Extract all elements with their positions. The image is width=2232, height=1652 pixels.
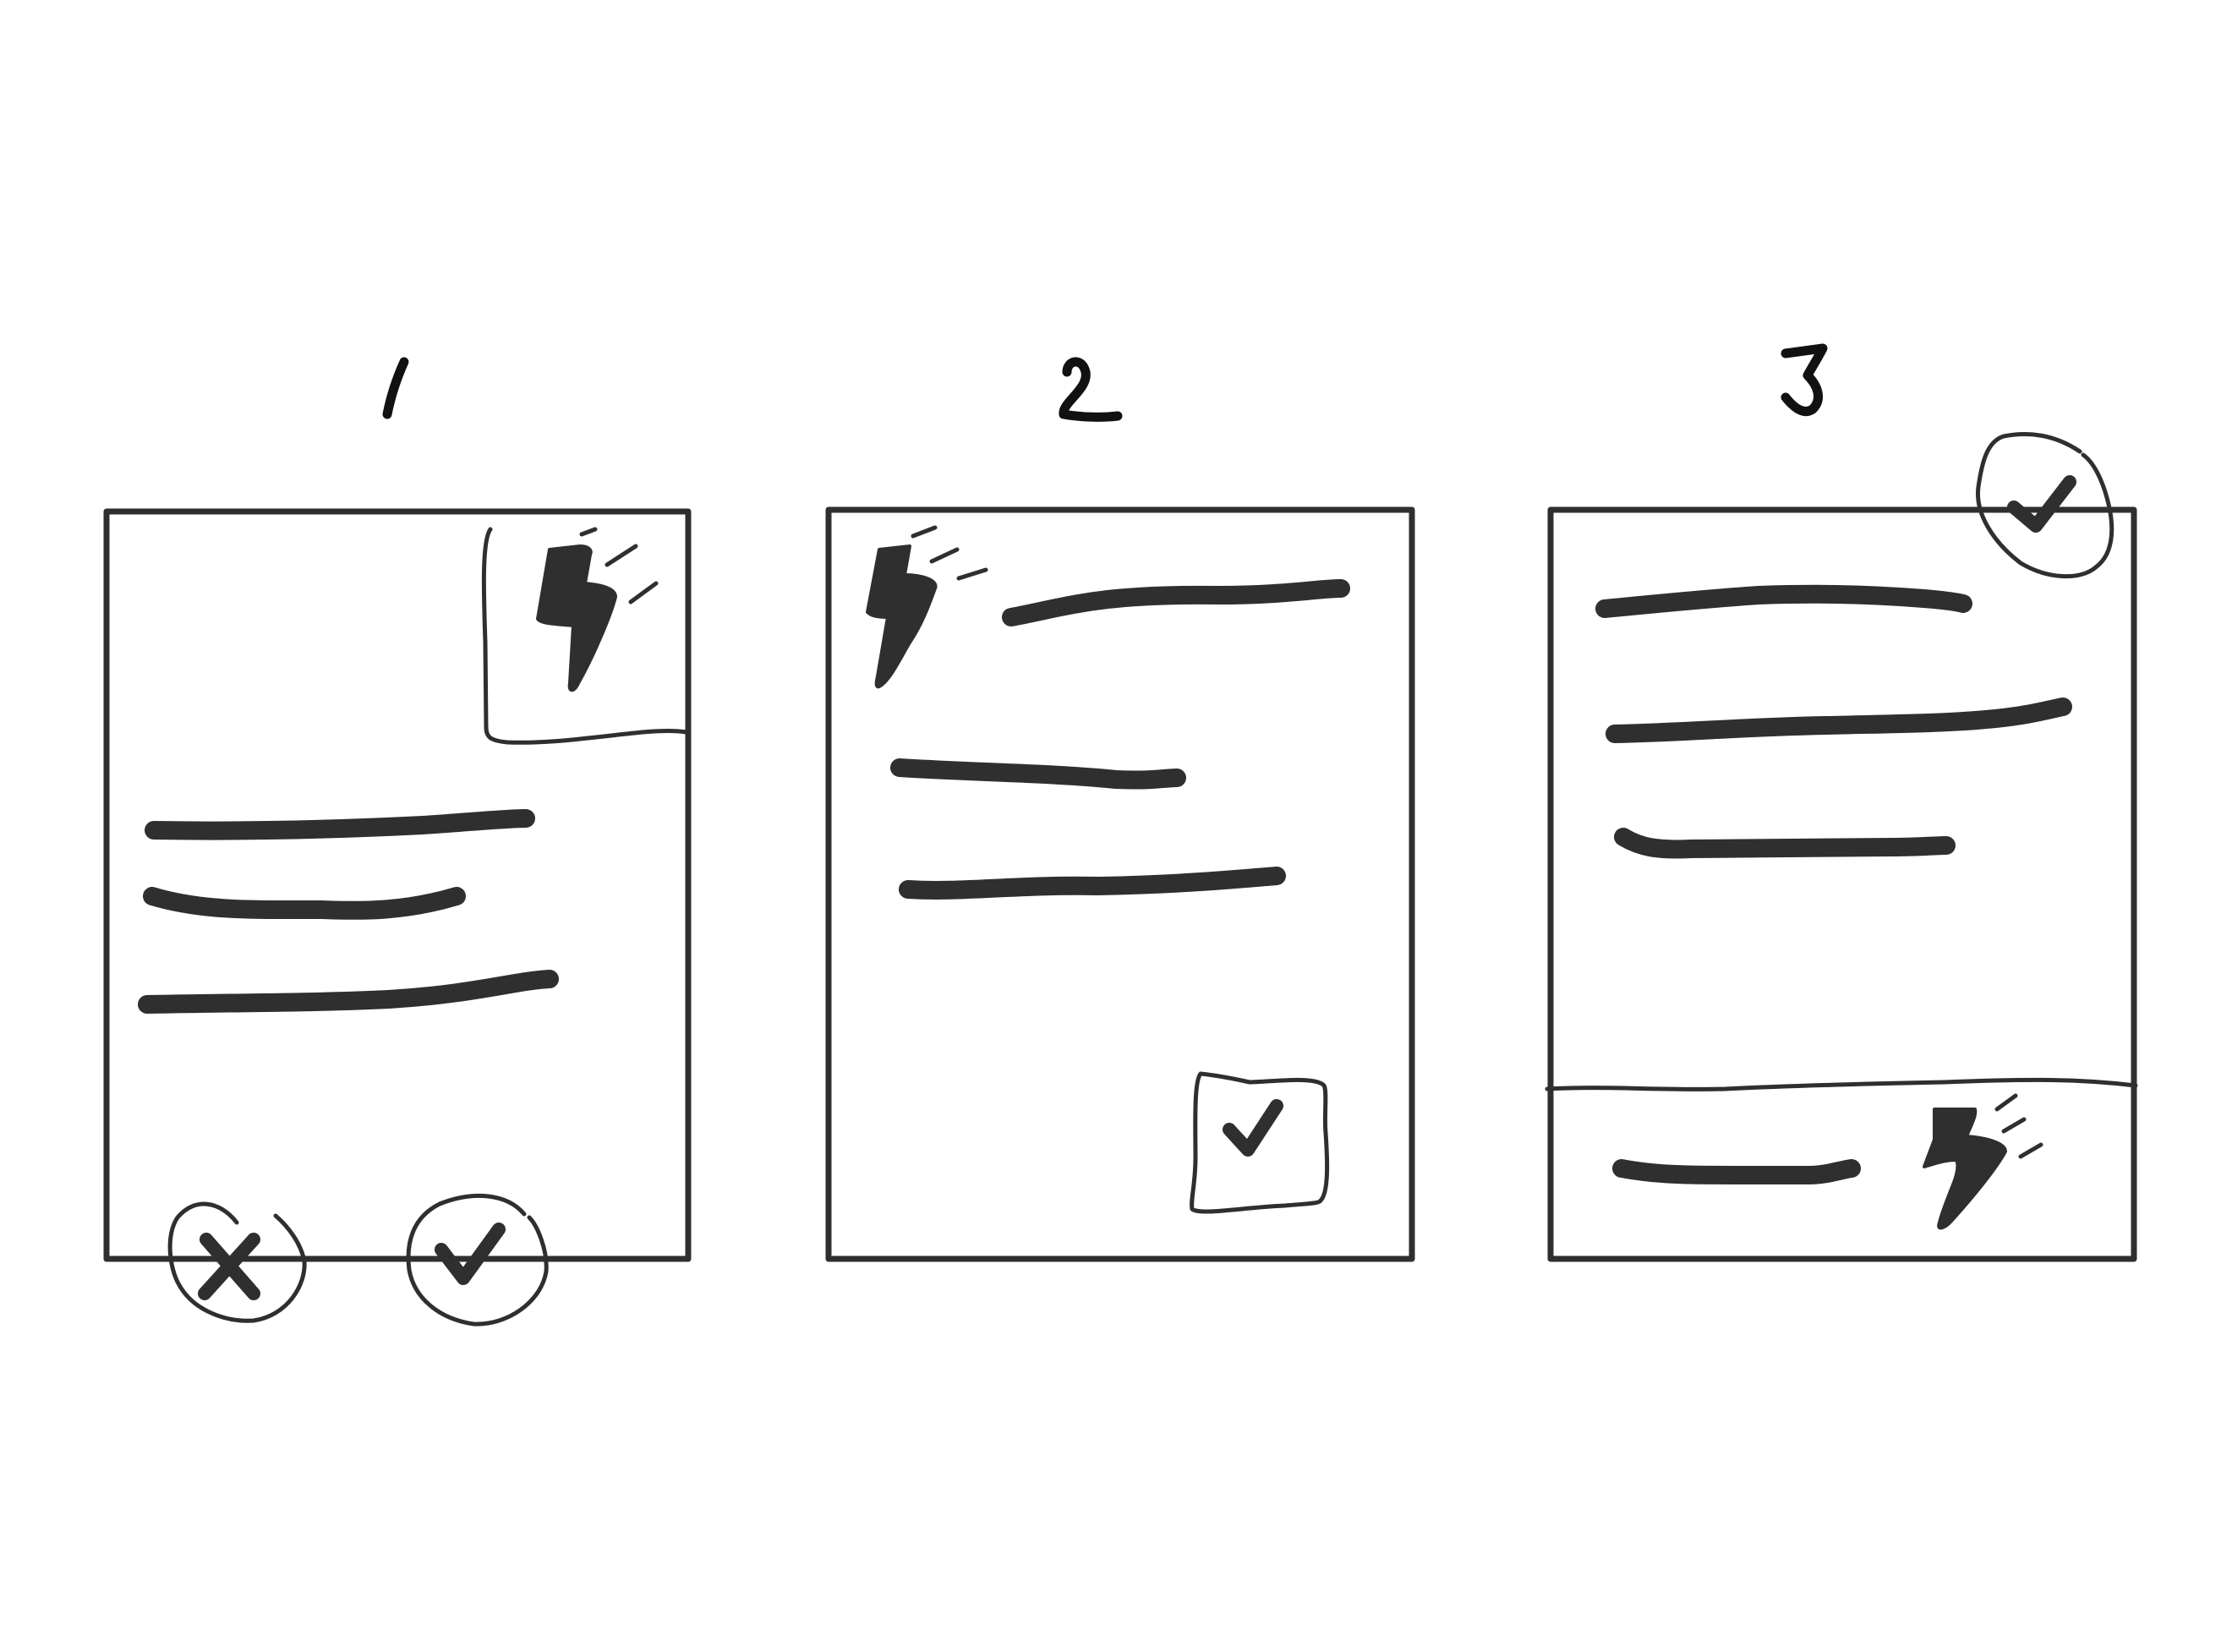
panel-1-text-line-1 [145,809,535,840]
check-icon [2007,475,2076,533]
lightning-icon [866,525,988,689]
panel-1-text-line-3 [138,970,559,1014]
reject-button[interactable] [167,1201,307,1323]
panel-number-3 [1781,343,1828,417]
cross-icon [198,1233,260,1300]
panel-3-frame [1547,506,2137,1262]
panel-2-text-line-1 [1002,579,1350,626]
panel-number-2 [1059,357,1123,422]
panel-3-text-line-2 [1606,697,2072,743]
panel-3-footer-divider [1545,1077,2138,1091]
checkbox-icon [1190,1071,1330,1214]
check-icon [435,1223,506,1285]
lightning-icon [536,527,659,692]
panel-3-footer-text-line [1612,1159,1861,1184]
cross-circle [167,1201,307,1323]
panel-3-text-line-1 [1595,584,1972,618]
panel-2-frame [825,506,1415,1262]
panel-2-text-line-3 [899,867,1286,900]
panel-1-frame [103,508,692,1262]
panel-3 [1545,343,2138,1262]
confirm-checkbox[interactable] [1190,1071,1330,1214]
panel-1-corner-box [481,527,689,745]
panel-1-text-line-2 [143,887,466,920]
check-circle [406,1193,549,1327]
check-icon [1223,1099,1283,1157]
panel-2-text-line-2 [890,758,1186,790]
lightning-icon [1923,1093,2043,1230]
panel-2 [825,357,1415,1262]
status-check-badge [1976,431,2114,579]
panel-number-1 [382,357,409,419]
panel-3-text-line-3 [1614,828,1956,859]
accept-button[interactable] [406,1193,549,1327]
panel-1 [103,357,692,1327]
check-circle [1976,431,2114,579]
